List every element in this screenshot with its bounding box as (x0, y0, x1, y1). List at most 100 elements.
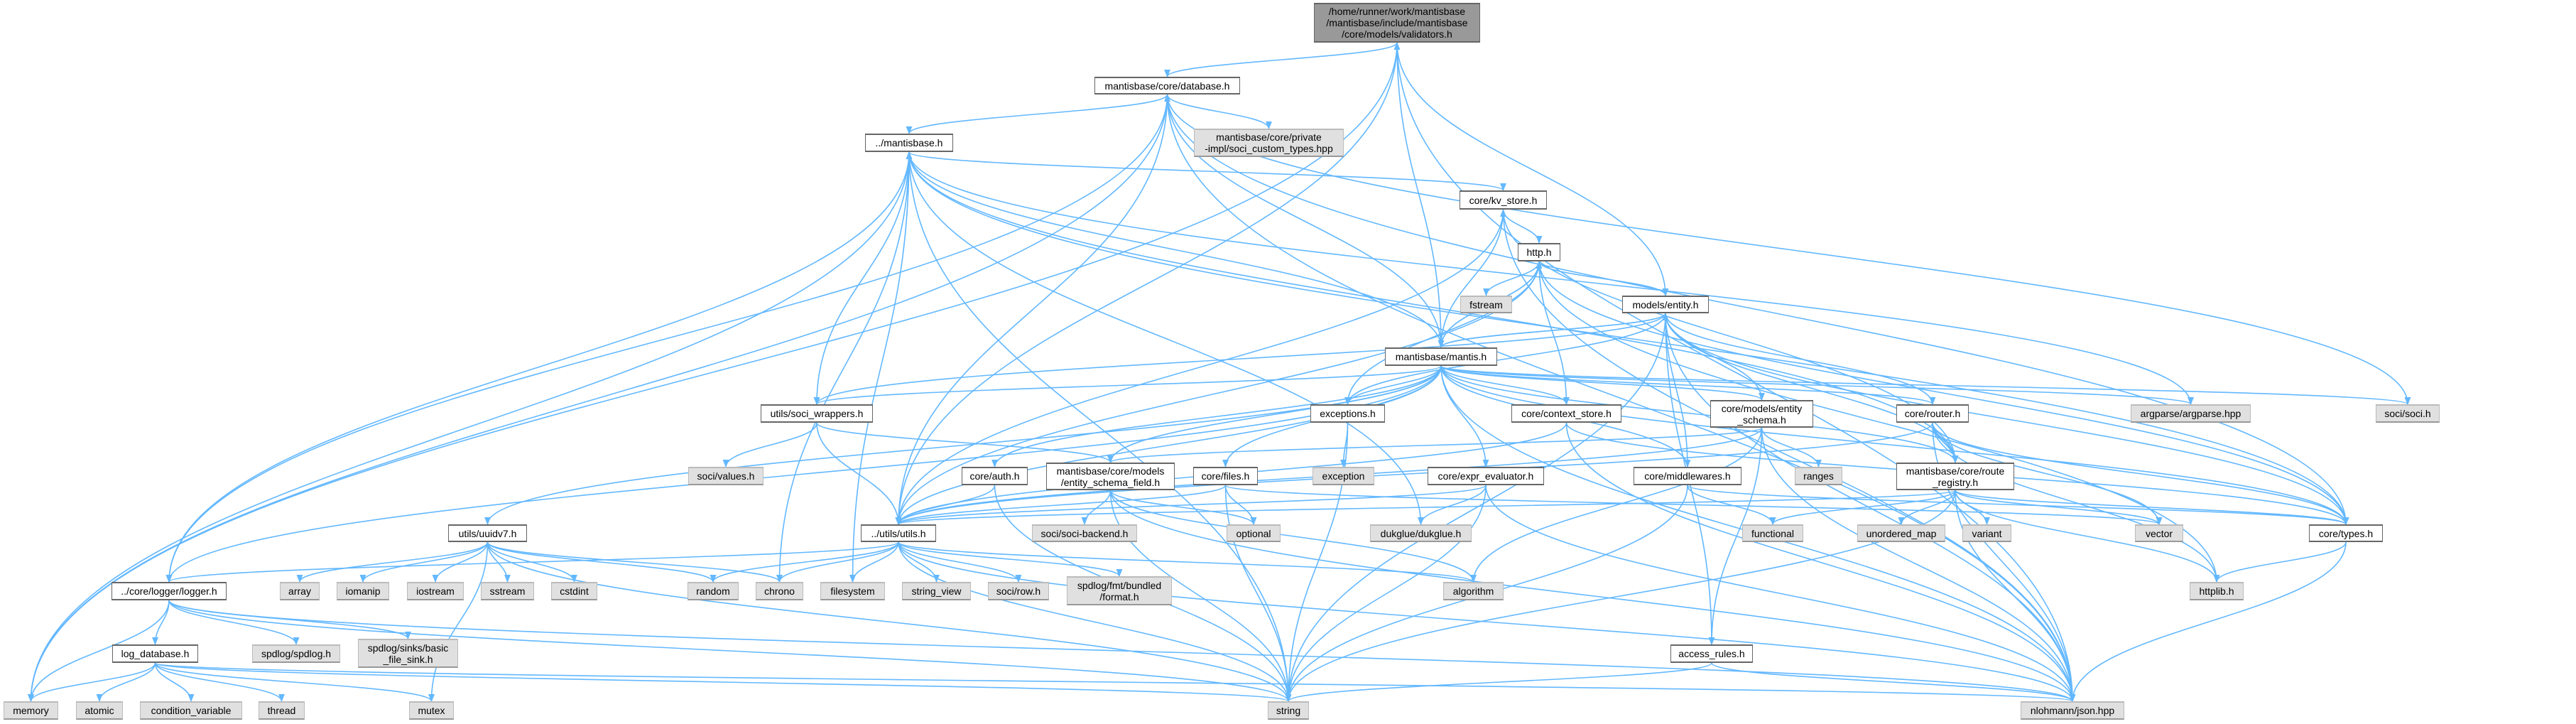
node-expr-evaluator[interactable]: core/expr_evaluator.h (1428, 467, 1544, 485)
node-soci-custom[interactable]: mantisbase/core/private-impl/soci_custom… (1194, 129, 1344, 157)
edge-files-to-optional (1224, 485, 1257, 526)
node-kv-store[interactable]: core/kv_store.h (1460, 190, 1547, 210)
node-cstdint[interactable]: cstdint (551, 582, 597, 600)
node-label: soci/values.h (697, 470, 755, 482)
node-spdlog[interactable]: spdlog/spdlog.h (252, 644, 340, 663)
node-label: mantisbase/core/private (1216, 131, 1322, 143)
node-soci-values[interactable]: soci/values.h (688, 467, 763, 485)
node-filesystem[interactable]: filesystem (820, 582, 885, 600)
edge-uuidv7-to-iomanip (359, 541, 489, 583)
node-middlewares[interactable]: core/middlewares.h (1634, 467, 1741, 485)
node-ranges[interactable]: ranges (1795, 467, 1842, 485)
edge-mantis-to-kv_store (1440, 208, 1506, 348)
node-basic-file-sink[interactable]: spdlog/sinks/basic_file_sink.h (358, 639, 458, 668)
node-soci-wrappers[interactable]: utils/soci_wrappers.h (761, 404, 873, 423)
node-string[interactable]: string (1268, 701, 1309, 720)
node-mutex[interactable]: mutex (409, 701, 454, 720)
node-condition-variable[interactable]: condition_variable (140, 701, 242, 720)
edge-mantisbase-to-types (908, 151, 2349, 526)
node-logger[interactable]: ../core/logger/logger.h (112, 582, 227, 600)
node-context-store[interactable]: core/context_store.h (1511, 404, 1621, 423)
edge-mantis-to-auth (991, 365, 1442, 468)
edge-files-to-string (1224, 485, 1292, 703)
node-argparse[interactable]: argparse/argparse.hpp (2131, 404, 2251, 423)
node-exceptions[interactable]: exceptions.h (1310, 404, 1385, 423)
node-label: core/context_store.h (1521, 408, 1612, 419)
edge-entity_schema-to-json (1761, 427, 2076, 703)
node-memory[interactable]: memory (4, 701, 58, 720)
node-types[interactable]: core/types.h (2309, 524, 2383, 542)
node-functional[interactable]: functional (1742, 524, 1803, 542)
node-variant[interactable]: variant (1962, 524, 2011, 542)
node-label: cstdint (560, 585, 589, 597)
edge-database-to-memory (28, 94, 1168, 703)
node-entity[interactable]: models/entity.h (1622, 296, 1709, 313)
node-label: core/models/entity (1721, 402, 1803, 414)
node-random[interactable]: random (688, 582, 739, 600)
edge-mantisbase-to-string (908, 151, 1292, 703)
node-fstream[interactable]: fstream (1460, 296, 1512, 313)
node-dukglue[interactable]: dukglue/dukglue.h (1370, 524, 1472, 542)
edge-database-to-soci_custom (1166, 94, 1272, 130)
node-label: utils/uuidv7.h (458, 527, 517, 539)
node-auth[interactable]: core/auth.h (962, 467, 1028, 485)
node-fmt-format[interactable]: spdlog/fmt/bundled/format.h (1067, 576, 1172, 605)
edge-route_registry-to-types (1955, 490, 2349, 526)
node-json[interactable]: nlohmann/json.hpp (2021, 701, 2124, 720)
edge-mantisbase-to-memory (28, 151, 910, 703)
node-soci[interactable]: soci/soci.h (2376, 404, 2440, 423)
edge-entity_schema-to-entity_schema_field (1107, 427, 1763, 464)
node-http[interactable]: http.h (1518, 243, 1560, 261)
node-log-database[interactable]: log_database.h (112, 644, 198, 663)
node-array[interactable]: array (280, 582, 320, 600)
edge-database-to-mantisbase (906, 94, 1168, 135)
node-entity-schema-field[interactable]: mantisbase/core/models/entity_schema_fie… (1046, 463, 1175, 490)
edge-mantis-to-entity_schema_field (1107, 365, 1442, 464)
node-httplib[interactable]: httplib.h (2190, 582, 2244, 600)
edge-uuidv7-to-array (296, 541, 489, 583)
edge-access_rules-to-string (1285, 662, 1712, 703)
node-database[interactable]: mantisbase/core/database.h (1094, 77, 1240, 94)
edge-utils-to-string (898, 541, 1292, 703)
node-label: _schema.h (1737, 414, 1786, 426)
node-files[interactable]: core/files.h (1193, 467, 1258, 485)
node-chrono[interactable]: chrono (756, 582, 803, 600)
node-mantisbase[interactable]: ../mantisbase.h (865, 134, 953, 152)
node-root[interactable]: /home/runner/work/mantisbase/mantisbase/… (1314, 3, 1480, 43)
node-soci-backend[interactable]: soci/soci-backend.h (1032, 524, 1137, 542)
node-router[interactable]: core/router.h (1896, 404, 1969, 423)
edge-mantis-to-router (1440, 365, 1936, 406)
node-vector[interactable]: vector (2135, 524, 2183, 542)
node-unordered-map[interactable]: unordered_map (1857, 524, 1945, 542)
edge-soci_wrappers-to-utils (816, 422, 902, 526)
node-label: /core/models/validators.h (1342, 28, 1452, 40)
node-iostream[interactable]: iostream (407, 582, 464, 600)
node-access-rules[interactable]: access_rules.h (1670, 644, 1753, 663)
node-atomic[interactable]: atomic (76, 701, 123, 720)
edge-root-to-utils (895, 42, 1398, 526)
node-utils[interactable]: ../utils/utils.h (861, 524, 936, 542)
node-entity-schema[interactable]: core/models/entity_schema.h (1710, 400, 1813, 428)
node-label: vector (2145, 527, 2173, 539)
node-uuidv7[interactable]: utils/uuidv7.h (448, 524, 527, 542)
edge-router-to-utils (895, 422, 1933, 526)
edge-mantisbase-to-argparse (908, 151, 2194, 406)
node-sstream[interactable]: sstream (481, 582, 534, 600)
edge-database-to-utils (895, 94, 1168, 526)
node-exception[interactable]: exception (1313, 467, 1374, 485)
edge-uuidv7-to-iostream (432, 541, 489, 583)
node-iomanip[interactable]: iomanip (337, 582, 389, 600)
node-label: soci/row.h (996, 585, 1041, 597)
node-label: log_database.h (121, 648, 190, 659)
node-mantis[interactable]: mantisbase/mantis.h (1385, 347, 1497, 366)
node-label: http.h (1526, 247, 1552, 258)
edge-logger-to-json (168, 600, 2076, 703)
node-optional[interactable]: optional (1227, 524, 1281, 542)
node-route-registry[interactable]: mantisbase/core/route_registry.h (1896, 463, 2014, 490)
node-soci-row[interactable]: soci/row.h (988, 582, 1049, 600)
edge-uuidv7-to-chrono (487, 541, 783, 583)
node-string-view[interactable]: string_view (902, 582, 971, 600)
node-thread[interactable]: thread (259, 701, 305, 720)
node-algorithm[interactable]: algorithm (1443, 582, 1504, 600)
edge-logger-to-basic_file_sink (168, 600, 411, 640)
